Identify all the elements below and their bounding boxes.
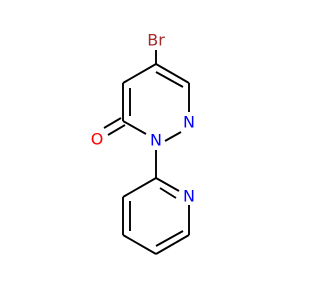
bond-py-c5-c6	[155, 234, 190, 255]
bond-n1-n2	[164, 131, 182, 142]
ring-nitrogen-2-label: N	[150, 131, 162, 150]
bond-c5-c6-double	[155, 71, 184, 88]
bond-py-n-c2	[155, 177, 180, 192]
pyridine-nitrogen-label: N	[183, 187, 195, 206]
bromine-atom-label: Br	[147, 31, 165, 50]
ring-nitrogen-1-label: N	[183, 113, 195, 132]
bond-py-n-c2-inner	[159, 187, 177, 199]
bond-carbonyl-2	[107, 124, 126, 136]
bond-py-c5-c6-inner	[155, 230, 184, 247]
bond-py-c4-c5	[122, 234, 157, 255]
oxygen-atom-label: O	[91, 130, 104, 149]
chemical-structure: Br O N N N	[91, 31, 195, 255]
bond-py-c2-c3	[122, 177, 157, 198]
bond-carbonyl-1	[103, 117, 122, 129]
bond-c3-n2	[122, 120, 147, 135]
bond-c5-c4	[122, 63, 157, 84]
bond-c5-c6	[155, 63, 190, 84]
